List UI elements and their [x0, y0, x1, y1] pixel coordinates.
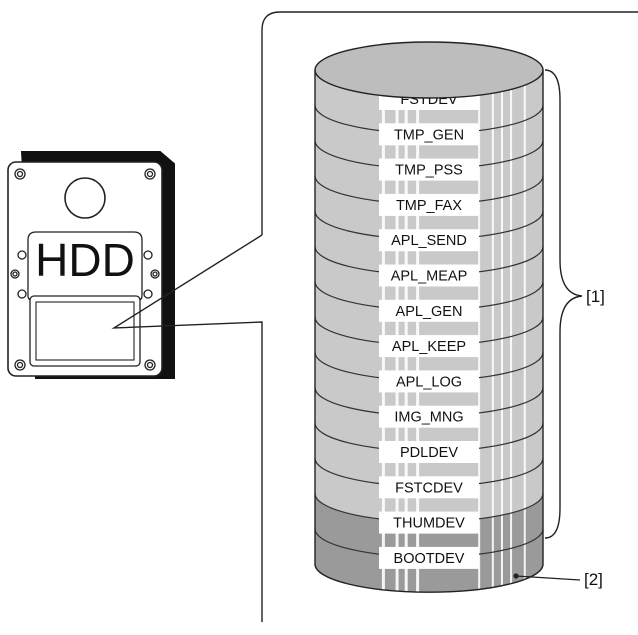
- cylinder-top: [314, 41, 544, 99]
- partition-label-box: [379, 158, 479, 181]
- partition-label-box: [379, 405, 479, 428]
- hdd-drive: HDD: [7, 151, 175, 379]
- callout-2-label: [2]: [584, 570, 603, 589]
- partition-label-fstcdev: FSTCDEV: [395, 480, 463, 496]
- partition-label-box: [379, 511, 479, 534]
- partition-label-box: [379, 229, 479, 252]
- partition-label-img-mng: IMG_MNG: [394, 410, 463, 426]
- partition-label-box: [379, 193, 479, 216]
- partition-label-box: [379, 441, 479, 463]
- hdd-label-panel: [35, 301, 135, 361]
- callout-2-line: [515, 575, 581, 581]
- partition-cylinder: FSTDEVTMP_GENTMP_PSSTMP_FAXAPL_SENDAPL_M…: [314, 41, 544, 593]
- hdd-label: HDD: [35, 234, 135, 286]
- partition-label-box: [379, 264, 479, 287]
- partition-label-box: [379, 299, 479, 322]
- partition-label-apl-send: APL_SEND: [391, 233, 467, 249]
- partition-label-pdldev: PDLDEV: [400, 445, 458, 461]
- partition-label-box: [379, 370, 479, 393]
- bracket-1-label: [1]: [586, 287, 605, 306]
- bracket-1: [544, 69, 583, 539]
- zoom-callout: [111, 234, 263, 622]
- zoom-frame: [261, 11, 638, 235]
- partition-label-apl-keep: APL_KEEP: [392, 339, 466, 355]
- partition-label-box: [379, 476, 479, 499]
- partition-label-thumdev: THUMDEV: [393, 516, 465, 532]
- partition-label-box: [379, 546, 479, 569]
- partition-label-apl-meap: APL_MEAP: [391, 269, 468, 285]
- partition-label-tmp-fax: TMP_FAX: [396, 198, 462, 214]
- partition-label-apl-log: APL_LOG: [396, 374, 462, 390]
- partition-label-bootdev: BOOTDEV: [394, 551, 465, 567]
- partition-label-tmp-gen: TMP_GEN: [394, 127, 464, 143]
- partition-label-apl-gen: APL_GEN: [396, 304, 463, 320]
- partition-label-box: [379, 335, 479, 358]
- platter-icon: [64, 177, 106, 219]
- screw-icon: [10, 168, 160, 371]
- partition-label-box: [379, 123, 479, 146]
- partition-label-tmp-pss: TMP_PSS: [395, 163, 463, 179]
